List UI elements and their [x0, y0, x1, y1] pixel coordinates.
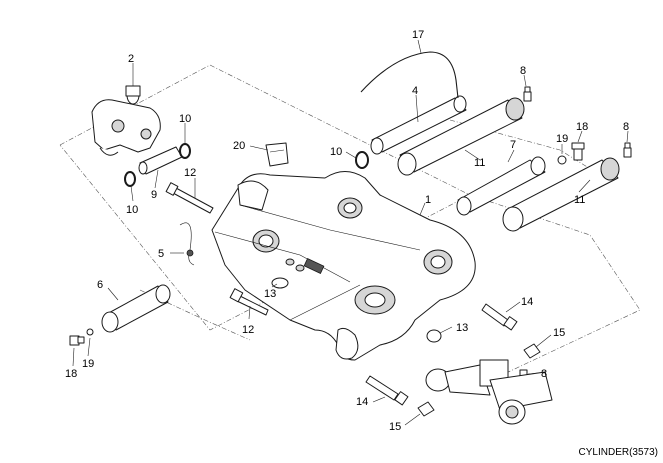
- callout-labels: 2 10 10 9 12 5 20 10 4 17 8 7 11 11 1 19…: [65, 29, 629, 433]
- callout-8-right: 8: [623, 121, 629, 133]
- clip-20-part: [265, 142, 289, 167]
- callout-1: 1: [425, 194, 431, 206]
- hydraulic-cylinder-part: [425, 359, 553, 425]
- callout-14-lower: 14: [356, 396, 368, 408]
- hose-17-part: [360, 51, 459, 99]
- pin-9-part: [138, 146, 183, 175]
- bolt-12-top-part: [165, 182, 214, 214]
- snap-ring-parts: [124, 143, 369, 187]
- pin-7-part: [456, 156, 546, 216]
- callout-10-upper-left: 10: [179, 113, 191, 125]
- callout-8-lower: 8: [541, 368, 547, 380]
- cylinder-11-lower-part: [502, 157, 620, 232]
- callout-4: 4: [412, 85, 418, 97]
- pin-4-part: [370, 95, 467, 155]
- callout-7: 7: [510, 139, 516, 151]
- callout-12-upper: 12: [184, 167, 196, 179]
- leader-lines: [72, 39, 629, 426]
- cylinder-caption: CYLINDER(3573): [579, 447, 658, 458]
- bushing-13-parts: [271, 277, 442, 343]
- callout-5: 5: [158, 248, 164, 260]
- bolt-washer-upper-parts: [557, 142, 585, 165]
- bolt-14-parts: [365, 303, 518, 406]
- callout-2: 2: [128, 53, 134, 65]
- pin-6-part: [101, 284, 171, 333]
- callout-15-lower: 15: [389, 421, 401, 433]
- spring-pin-5-part: [179, 222, 195, 266]
- callout-10-center: 10: [330, 146, 342, 158]
- callout-15-upper: 15: [553, 327, 565, 339]
- callout-12-lower: 12: [242, 324, 254, 336]
- fitting-15-parts: [417, 343, 541, 417]
- coupler-body-part: [211, 171, 476, 361]
- callout-18-upper: 18: [576, 121, 588, 133]
- hinge-bracket-part: [91, 85, 161, 156]
- grease-nipple-8-parts: [519, 86, 632, 379]
- callout-19-upper: 19: [556, 133, 568, 145]
- callout-17: 17: [412, 29, 424, 41]
- callout-11-lower: 11: [574, 194, 585, 206]
- callout-10-lower-left: 10: [126, 204, 138, 216]
- callout-13-right: 13: [456, 322, 468, 334]
- callout-18-lower: 18: [65, 368, 77, 380]
- callout-19-lower: 19: [82, 358, 94, 370]
- callout-20: 20: [233, 140, 245, 152]
- callout-13-center: 13: [264, 288, 276, 300]
- callout-8-upper: 8: [520, 65, 526, 77]
- callout-9: 9: [151, 189, 157, 201]
- callout-14-upper: 14: [521, 296, 533, 308]
- callout-11-upper: 11: [474, 157, 485, 169]
- callout-6: 6: [97, 279, 103, 291]
- bolt-washer-lower-parts: [69, 328, 94, 346]
- cylinder-11-upper-part: [397, 97, 525, 176]
- bolt-12-lower-part: [229, 288, 269, 316]
